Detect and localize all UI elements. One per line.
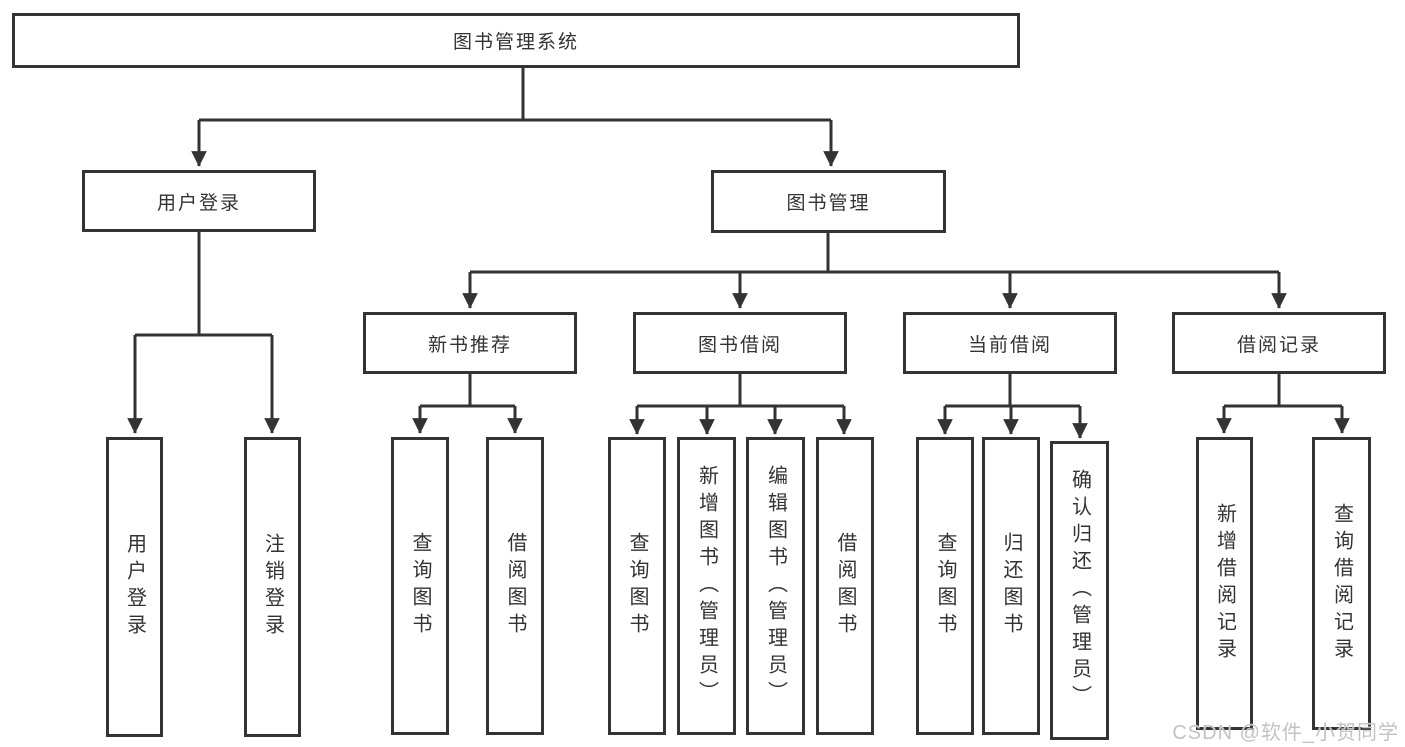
leaf-user-login: 用户登录 (106, 437, 163, 737)
leaf-borrow-borrow-book-label: 借阅图书 (834, 532, 856, 640)
leaf-current-query-book: 查询图书 (916, 437, 974, 735)
node-user-login: 用户登录 (82, 170, 316, 232)
leaf-current-confirm-return-admin-label: 确认归还（管理员） (1068, 469, 1091, 712)
node-book-borrow: 图书借阅 (633, 312, 847, 374)
node-current-borrow-label: 当前借阅 (967, 334, 1052, 356)
leaf-newrec-borrow-book: 借阅图书 (486, 437, 544, 735)
node-book-management-label: 图书管理 (786, 193, 871, 214)
node-book-management: 图书管理 (711, 170, 946, 233)
leaf-records-add-record-label: 新增借阅记录 (1213, 502, 1236, 665)
leaf-current-confirm-return-admin: 确认归还（管理员） (1050, 441, 1109, 740)
node-user-login-label: 用户登录 (156, 192, 241, 214)
leaf-records-add-record: 新增借阅记录 (1196, 437, 1253, 730)
leaf-newrec-borrow-book-label: 借阅图书 (504, 532, 526, 640)
leaf-borrow-query-book: 查询图书 (608, 437, 666, 735)
leaf-newrec-query-book: 查询图书 (391, 437, 449, 735)
node-book-borrow-label: 图书借阅 (697, 334, 782, 356)
leaf-current-return-book: 归还图书 (982, 437, 1040, 735)
leaf-current-query-book-label: 查询图书 (934, 532, 956, 640)
leaf-user-login-label: 用户登录 (123, 533, 146, 641)
leaf-borrow-borrow-book: 借阅图书 (816, 437, 874, 735)
leaf-borrow-edit-book-admin: 编辑图书（管理员） (746, 437, 805, 735)
leaf-logout-label: 注销登录 (261, 533, 284, 641)
node-new-book-recommend-label: 新书推荐 (427, 334, 512, 356)
leaf-current-return-book-label: 归还图书 (1000, 532, 1022, 640)
leaf-logout: 注销登录 (244, 437, 301, 737)
node-new-book-recommend: 新书推荐 (363, 312, 577, 374)
leaf-newrec-query-book-label: 查询图书 (409, 532, 431, 640)
leaf-borrow-edit-book-admin-label: 编辑图书（管理员） (764, 464, 787, 708)
node-borrow-records-label: 借阅记录 (1236, 334, 1321, 356)
node-borrow-records: 借阅记录 (1172, 312, 1386, 374)
leaf-borrow-add-book-admin: 新增图书（管理员） (677, 437, 736, 735)
watermark: CSDN @软件_小贺同学 (1172, 722, 1399, 744)
node-root-label: 图书管理系统 (452, 32, 579, 53)
leaf-records-query-record-label: 查询借阅记录 (1330, 502, 1353, 665)
leaf-borrow-query-book-label: 查询图书 (626, 532, 648, 640)
leaf-records-query-record: 查询借阅记录 (1312, 437, 1371, 730)
leaf-borrow-add-book-admin-label: 新增图书（管理员） (695, 464, 718, 708)
node-current-borrow: 当前借阅 (903, 312, 1117, 374)
node-root: 图书管理系统 (12, 13, 1020, 68)
